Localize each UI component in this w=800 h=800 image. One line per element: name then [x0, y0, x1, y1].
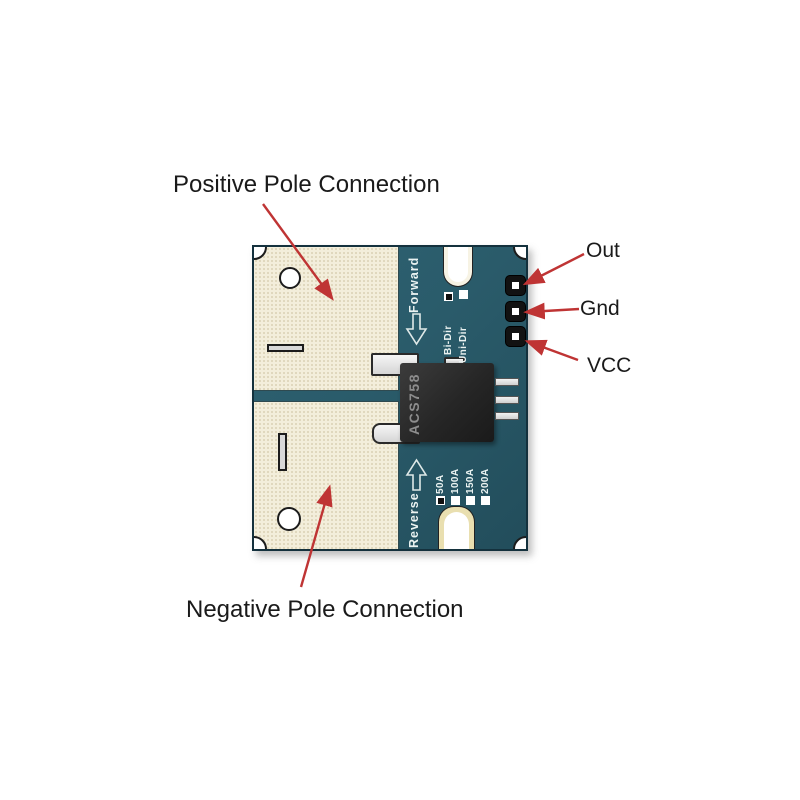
corner-notch-top-right [513, 247, 526, 260]
amp-150a-checkbox [466, 496, 475, 505]
chip-lead-2 [495, 396, 519, 404]
out-pin-label: Out [586, 239, 620, 262]
gnd-pad [505, 301, 526, 322]
reverse-direction-arrow-icon [405, 458, 428, 491]
acs758-chip: ACS758 [400, 363, 494, 442]
forward-direction-arrow-icon [405, 313, 428, 346]
reverse-silkscreen: Reverse [407, 492, 421, 548]
chip-part-number: ACS758 [406, 373, 422, 435]
bidir-checkbox [444, 292, 453, 301]
gnd-arrow [523, 302, 580, 320]
amp-200a-silkscreen: 200A [480, 468, 491, 494]
forward-silkscreen: Forward [407, 256, 421, 313]
amp-50a-checkbox [436, 496, 445, 505]
vcc-pad [505, 326, 526, 347]
chip-lead-1 [495, 378, 519, 386]
amp-200a-checkbox [481, 496, 490, 505]
unidir-silkscreen: Uni-Dir [458, 326, 469, 363]
forward-notch [443, 247, 473, 287]
reverse-notch [438, 506, 475, 549]
unidir-checkbox [459, 290, 468, 299]
positive-pole-label: Positive Pole Connection [173, 171, 440, 198]
pcb-board: ACS758 Forward Bi-Dir Uni-Dir Reverse 50… [252, 245, 528, 551]
mount-hole-bottom [277, 507, 301, 531]
out-arrow [522, 252, 585, 286]
chip-lead-3 [495, 412, 519, 420]
slot-horizontal [267, 344, 304, 352]
mount-hole-top [279, 267, 301, 289]
vcc-arrow [524, 339, 579, 362]
vcc-pin-label: VCC [587, 354, 632, 377]
corner-notch-bottom-right [513, 536, 526, 549]
negative-pole-label: Negative Pole Connection [186, 596, 464, 623]
amp-100a-silkscreen: 100A [450, 468, 461, 494]
amp-100a-checkbox [451, 496, 460, 505]
slot-vertical [278, 433, 287, 471]
bidir-silkscreen: Bi-Dir [443, 325, 454, 355]
amp-150a-silkscreen: 150A [465, 468, 476, 494]
gnd-pin-label: Gnd [580, 297, 620, 320]
out-pad [505, 275, 526, 296]
amp-50a-silkscreen: 50A [435, 474, 446, 494]
